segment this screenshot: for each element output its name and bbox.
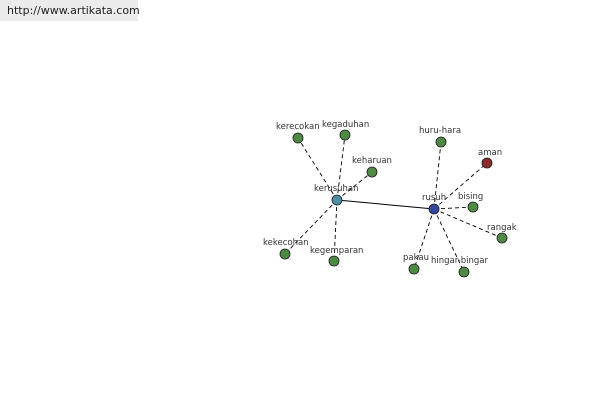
edge-rusuh-pakau bbox=[413, 208, 435, 270]
word-node-kegemparan[interactable]: kegemparan bbox=[310, 246, 363, 267]
node-label-pakau[interactable]: pakau bbox=[403, 253, 429, 263]
hub-node-kerusuhan[interactable]: kerusuhan bbox=[314, 184, 359, 206]
word-node-rangak[interactable]: rangak bbox=[487, 223, 517, 244]
word-node-kerecokan[interactable]: kerecokan bbox=[276, 122, 320, 144]
edges-layer bbox=[284, 134, 503, 273]
node-dot-kerusuhan[interactable] bbox=[331, 194, 343, 206]
node-label-kegemparan[interactable]: kegemparan bbox=[310, 246, 363, 256]
node-dot-rusuh[interactable] bbox=[428, 203, 440, 215]
node-label-kekecohan[interactable]: kekecohan bbox=[263, 238, 309, 248]
node-dot-keharuan[interactable] bbox=[366, 166, 378, 178]
edge-kerusuhan-kekecohan bbox=[284, 199, 338, 255]
node-label-keharuan[interactable]: keharuan bbox=[352, 156, 392, 166]
node-dot-huru-hara[interactable] bbox=[435, 136, 447, 148]
node-label-kerusuhan[interactable]: kerusuhan bbox=[314, 184, 359, 194]
edge-rusuh-bising bbox=[433, 206, 474, 210]
word-node-hingar-bingar[interactable]: hingar-bingar bbox=[431, 256, 489, 278]
edge-kerusuhan-rusuh bbox=[336, 199, 435, 210]
word-node-keharuan[interactable]: keharuan bbox=[352, 156, 392, 178]
edge-rusuh-aman bbox=[433, 162, 488, 210]
node-label-kegaduhan[interactable]: kegaduhan bbox=[322, 120, 369, 130]
node-dot-kerecokan[interactable] bbox=[292, 132, 304, 144]
word-node-huru-hara[interactable]: huru-hara bbox=[419, 126, 461, 148]
node-dot-rangak[interactable] bbox=[496, 232, 508, 244]
node-label-kerecokan[interactable]: kerecokan bbox=[276, 122, 320, 132]
node-dot-pakau[interactable] bbox=[408, 263, 420, 275]
edge-kerusuhan-kerecokan bbox=[297, 137, 338, 201]
node-dot-kegemparan[interactable] bbox=[328, 255, 340, 267]
word-node-aman[interactable]: aman bbox=[478, 148, 502, 169]
node-dot-aman[interactable] bbox=[481, 157, 493, 169]
node-label-rusuh[interactable]: rusuh bbox=[422, 193, 446, 203]
word-node-pakau[interactable]: pakau bbox=[403, 253, 429, 275]
word-node-kegaduhan[interactable]: kegaduhan bbox=[322, 120, 369, 141]
edge-kerusuhan-keharuan bbox=[336, 171, 373, 201]
node-dot-kekecohan[interactable] bbox=[279, 248, 291, 260]
word-node-bising[interactable]: bising bbox=[458, 192, 483, 213]
edge-kerusuhan-kegemparan bbox=[333, 199, 338, 262]
node-label-rangak[interactable]: rangak bbox=[487, 223, 517, 233]
node-dot-kegaduhan[interactable] bbox=[339, 129, 351, 141]
edge-rusuh-rangak bbox=[433, 208, 503, 239]
node-label-bising[interactable]: bising bbox=[458, 192, 483, 202]
node-dot-bising[interactable] bbox=[467, 201, 479, 213]
hub-node-rusuh[interactable]: rusuh bbox=[422, 193, 446, 215]
edge-rusuh-hingar-bingar bbox=[433, 208, 465, 273]
node-dot-hingar-bingar[interactable] bbox=[458, 266, 470, 278]
node-label-hingar-bingar[interactable]: hingar-bingar bbox=[431, 256, 489, 266]
node-label-huru-hara[interactable]: huru-hara bbox=[419, 126, 461, 136]
edge-rusuh-huru-hara bbox=[433, 141, 442, 210]
source-url[interactable]: http://www.artikata.com bbox=[0, 0, 140, 21]
word-node-kekecohan[interactable]: kekecohan bbox=[263, 238, 309, 260]
node-label-aman[interactable]: aman bbox=[478, 148, 502, 158]
edge-kerusuhan-kegaduhan bbox=[336, 134, 346, 201]
